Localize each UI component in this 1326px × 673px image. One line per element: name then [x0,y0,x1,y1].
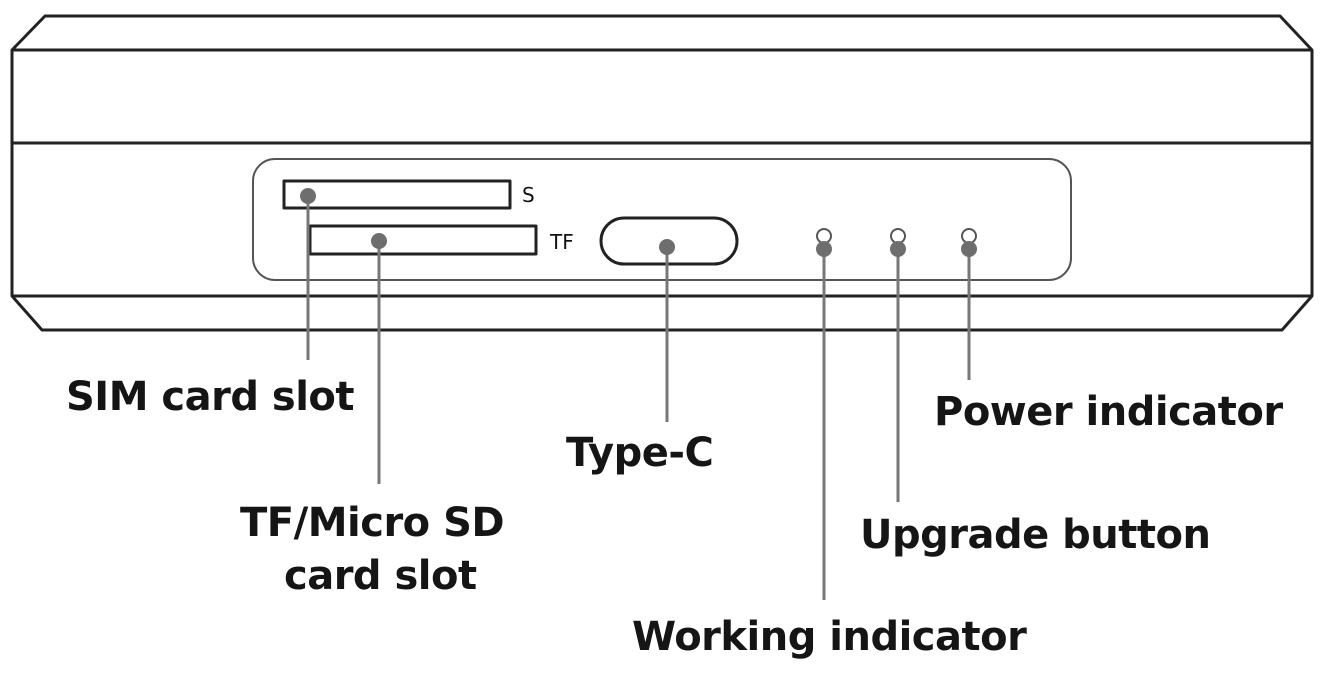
type-c-port-shape [599,216,739,266]
upgrade-button-hole [890,228,906,244]
sim-slot-letter: S [522,183,535,207]
working-indicator-dot [816,241,832,257]
power-indicator-hole [961,228,977,244]
tf-micro-sd-label-line1: TF/Micro SD [240,500,505,546]
type-c-label: Type-C [566,430,714,476]
sim-slot-shape [282,179,512,210]
power-indicator-label: Power indicator [934,389,1283,435]
sim-card-slot-label: SIM card slot [66,374,355,420]
upgrade-button-dot [890,241,906,257]
port-panel [252,158,1072,281]
tf-micro-sd-label-line2: card slot [284,553,477,599]
type-c-dot [659,239,675,255]
sim-slot-dot [300,188,316,204]
working-indicator-hole [816,228,832,244]
device-body-outline [10,14,1314,332]
tf-slot-shape [308,224,538,256]
tf-slot-dot [371,233,387,249]
tf-slot-letter: TF [549,230,574,254]
power-indicator-dot [961,241,977,257]
working-indicator-label: Working indicator [632,614,1027,660]
upgrade-button-label: Upgrade button [860,512,1211,558]
